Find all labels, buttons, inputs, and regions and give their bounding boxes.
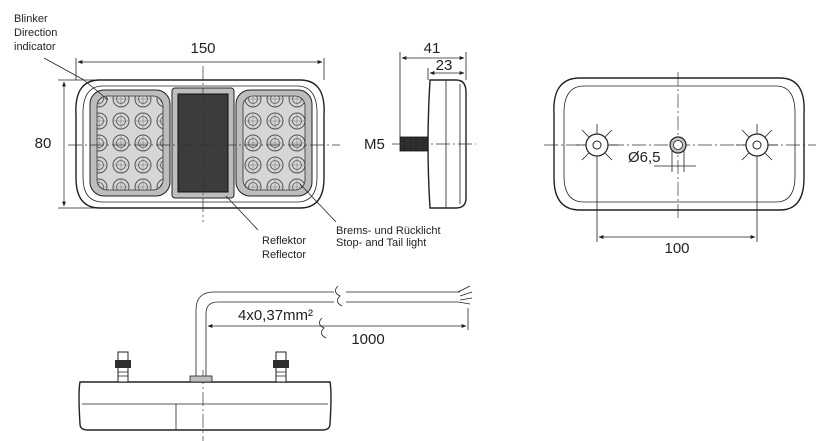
dim-mount-spacing: 100: [664, 240, 689, 257]
label-blinker-de: Blinker: [14, 13, 48, 25]
dim-depth-total: 41: [424, 40, 441, 57]
rear-mount-left: [576, 124, 618, 166]
bottom-view: 4x0,37mm² 1000: [78, 285, 473, 441]
dim-hole-diameter: Ø6,5: [628, 149, 661, 166]
dim-depth-body: 23: [436, 57, 453, 74]
blinker-lens-leds: [96, 95, 164, 191]
front-housing-inner: [82, 85, 318, 203]
dim-thread: M5: [364, 136, 385, 153]
label-reflector-en: Reflector: [262, 249, 306, 261]
side-housing: [427, 79, 467, 209]
dim-cable: 4x0,37mm²: [238, 307, 313, 324]
rear-view: Ø6,5 100: [544, 72, 816, 257]
label-reflector-de: Reflektor: [262, 235, 306, 247]
side-view: M5 41 23: [364, 40, 476, 209]
rear-housing: [553, 77, 805, 211]
bottom-housing: [78, 381, 332, 431]
bottom-stud-left: [115, 351, 131, 383]
cable: [195, 291, 334, 382]
label-stop-en: Stop- and Tail light: [336, 237, 426, 249]
front-housing: [75, 79, 325, 209]
label-stop-de: Brems- und Rücklicht: [336, 225, 441, 237]
label-blinker-en-2: indicator: [14, 41, 56, 53]
bottom-stud-right: [273, 351, 289, 383]
dim-height: 80: [35, 135, 52, 152]
rear-mount-right: [736, 124, 778, 166]
dim-cable-length: 1000: [351, 331, 384, 348]
dim-width: 150: [190, 40, 215, 57]
front-view: 150 80 Blinker Direction indicator Refle…: [14, 13, 441, 261]
label-blinker-en-1: Direction: [14, 27, 57, 39]
rear-housing-inner: [563, 85, 796, 203]
stop-lens-leds: [242, 95, 306, 191]
